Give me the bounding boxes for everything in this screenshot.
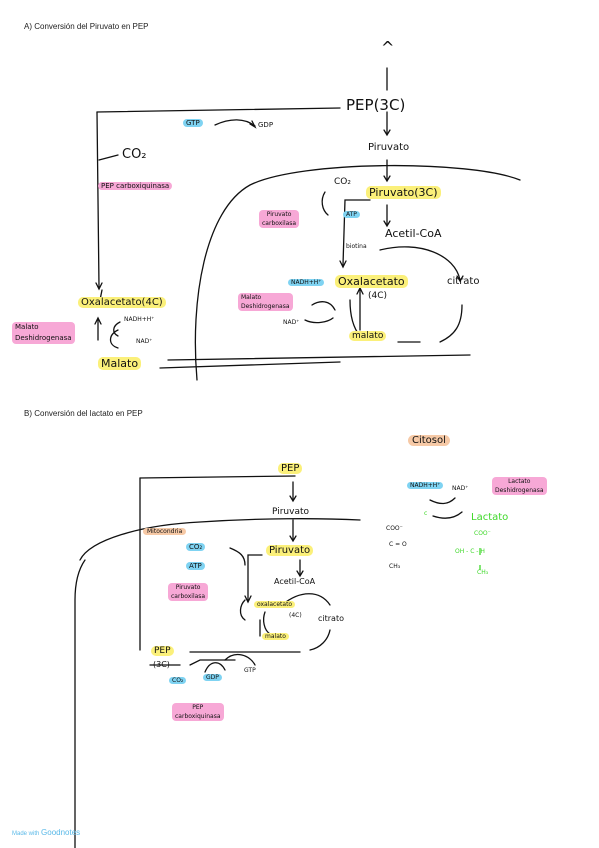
pep-bottom-b: PEP [151, 646, 174, 656]
citrato-a: citrato [447, 276, 480, 287]
nad-label-b: NAD⁺ [452, 485, 469, 492]
malato-b: malato [262, 633, 289, 640]
pep-cytosol-a: PEP(3C) [346, 96, 406, 114]
pep-carboxiquinasa-a: PEP carboxiquinasa [98, 182, 173, 190]
co2-label-b: CO₂ [186, 543, 206, 551]
piruvato-carboxilasa-a-line1: Piruvato [266, 211, 292, 218]
mitocondria-label-b: Mitocondria [143, 528, 187, 535]
malato-cytosol-a: Malato [98, 357, 142, 370]
atp-label-a: ATP [343, 211, 360, 218]
malato-deshidrogenasa-cytosol-a-line2: Deshidrogenasa [15, 334, 72, 342]
section-b-title: B) Conversión del lactato en PEP [24, 409, 143, 418]
nad-mito-a: NAD⁺ [283, 319, 300, 326]
co2-bottom-b: CO₂ [169, 677, 187, 684]
lactato-deshidrogenasa-b: Lactato Deshidrogenasa [492, 477, 547, 495]
piruvato-cytosol-a: Piruvato [368, 142, 410, 153]
pep-carboxiquinasa-b-line2: carboxiquinasa [175, 713, 221, 720]
citrato-b: citrato [318, 614, 344, 623]
made-with-text: Made with [12, 831, 40, 837]
lactato-ch3-b: CH₃ [477, 569, 489, 576]
piruvato-ch3-b: CH₃ [389, 563, 401, 570]
piruvato-top-b: Piruvato [272, 507, 310, 517]
piruvato-carboxilasa-b-line2: carboxilasa [171, 593, 206, 600]
piruvato-carboxilasa-b-line1: Piruvato [175, 584, 201, 591]
oxalacetato-b: oxalacetato [254, 601, 296, 608]
section-a-title: A) Conversión del Piruvato en PEP [24, 22, 149, 31]
oxalacetato-mito-a: Oxalacetato [335, 275, 408, 288]
oxalacetato-mito-a-c: (4C) [368, 291, 388, 301]
made-with-badge: Made with Goodnotes [12, 828, 80, 837]
malato-deshidrogenasa-mito-a-line1: Malato [241, 294, 262, 301]
gdp-bottom-b: GDP [203, 674, 222, 681]
lactato-deshidrogenasa-b-line1: Lactato [508, 478, 531, 485]
piruvato-mito-b: Piruvato [266, 545, 314, 556]
pep-top-b: PEP [278, 463, 303, 474]
pep-carboxiquinasa-b-line1: PEP [192, 704, 204, 711]
malato-deshidrogenasa-cytosol-a-line1: Malato [15, 323, 39, 331]
nad-cytosol-a: NAD⁺ [136, 338, 153, 345]
piruvato-mito-a: Piruvato(3C) [366, 186, 441, 199]
lactato-label-b: Lactato [471, 512, 509, 523]
piruvato-carboxilasa-a-line2: carboxilasa [262, 220, 297, 227]
malato-deshidrogenasa-mito-a-line2: Deshidrogenasa [241, 303, 290, 310]
pep-carboxiquinasa-b: PEP carboxiquinasa [172, 703, 224, 721]
lactato-arrow-b: c [424, 510, 428, 517]
gtp-bottom-b: GTP [244, 667, 256, 674]
nadh-label-b: NADH+H⁺ [407, 482, 444, 489]
lactato-choh-b: OH - C - H [455, 548, 485, 555]
malato-deshidrogenasa-mito-a: Malato Deshidrogenasa [238, 293, 293, 311]
gtp-label-a: GTP [183, 119, 203, 127]
malato-deshidrogenasa-cytosol-a: Malato Deshidrogenasa [12, 322, 75, 344]
co2-mito-a: CO₂ [334, 177, 351, 187]
gdp-label-a: GDP [258, 121, 274, 129]
lactato-coo-b: COO⁻ [474, 530, 491, 537]
piruvato-carboxilasa-a: Piruvato carboxilasa [259, 210, 300, 228]
oxalacetato-cytosol-a: Oxalacetato(4C) [78, 297, 166, 308]
co2-label-a: CO₂ [122, 147, 147, 162]
piruvato-coo-b: COO⁻ [386, 525, 403, 532]
biotina-label-a: biotina [346, 243, 367, 250]
malato-mito-a: malato [349, 331, 387, 341]
lactato-deshidrogenasa-b-line2: Deshidrogenasa [495, 487, 544, 494]
pep-bottom-b-c: (3C) [153, 660, 170, 669]
goodnotes-brand: Goodnotes [41, 828, 81, 837]
atp-label-b: ATP [186, 562, 205, 570]
piruvato-carboxilasa-b: Piruvato carboxilasa [168, 583, 209, 601]
nadh-mito-a: NADH+H⁺ [288, 279, 325, 286]
acetil-coa-a: Acetil-CoA [385, 227, 442, 240]
oxalacetato-b-c: (4C) [289, 612, 302, 619]
acetil-coa-b: Acetil-CoA [274, 577, 316, 586]
caret-up-icon: ^ [381, 38, 395, 57]
piruvato-co-b: C = O [389, 541, 407, 548]
citosol-label-b: Citosol [408, 435, 450, 446]
nadh-cytosol-a: NADH+H⁺ [124, 316, 155, 323]
